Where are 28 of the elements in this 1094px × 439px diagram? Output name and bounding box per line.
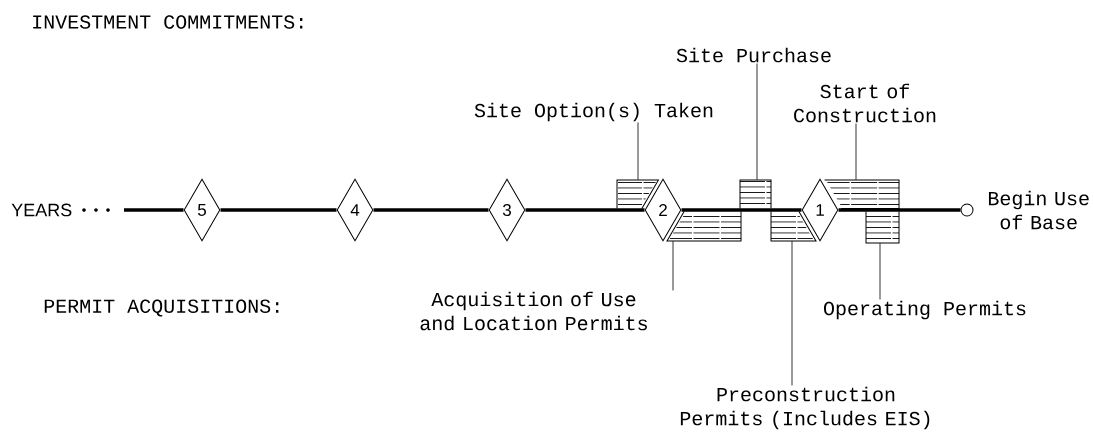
leader-line (879, 242, 881, 300)
leader-line (756, 63, 758, 181)
milestone-label: Site Option(s) Taken (474, 102, 713, 122)
timeline-line (525, 208, 645, 212)
timeline-line (681, 208, 802, 212)
axis-label: YEARS (11, 203, 72, 217)
hatched-bar (739, 179, 772, 209)
hatched-bar (616, 179, 659, 209)
hatched-bar (666, 211, 742, 242)
milestone-label: Preconstruction Permits (Includes EIS) (680, 386, 930, 430)
milestone-label: Site Purchase (676, 47, 831, 63)
hatched-bar (865, 211, 900, 244)
timeline-line (838, 208, 961, 212)
milestone-label: Acquisition of Use and Location Permits (420, 291, 647, 331)
heading: PERMIT ACQUISITIONS: (44, 299, 279, 317)
heading: INVESTMENT COMMITMENTS: (33, 15, 303, 29)
end-label: Begin Use of Base (988, 190, 1089, 230)
timeline-line (124, 208, 184, 212)
hatched-bar (824, 179, 900, 209)
timeline-line (220, 208, 337, 212)
milestone-label: Start of Construction (794, 83, 936, 123)
leader-line (637, 122, 639, 181)
leader-line (672, 240, 674, 291)
leader-line (855, 123, 857, 181)
leader-line (791, 240, 793, 386)
milestone-label: Operating Permits (824, 300, 1026, 320)
hatched-bar (770, 211, 817, 242)
timeline-line (373, 208, 489, 212)
